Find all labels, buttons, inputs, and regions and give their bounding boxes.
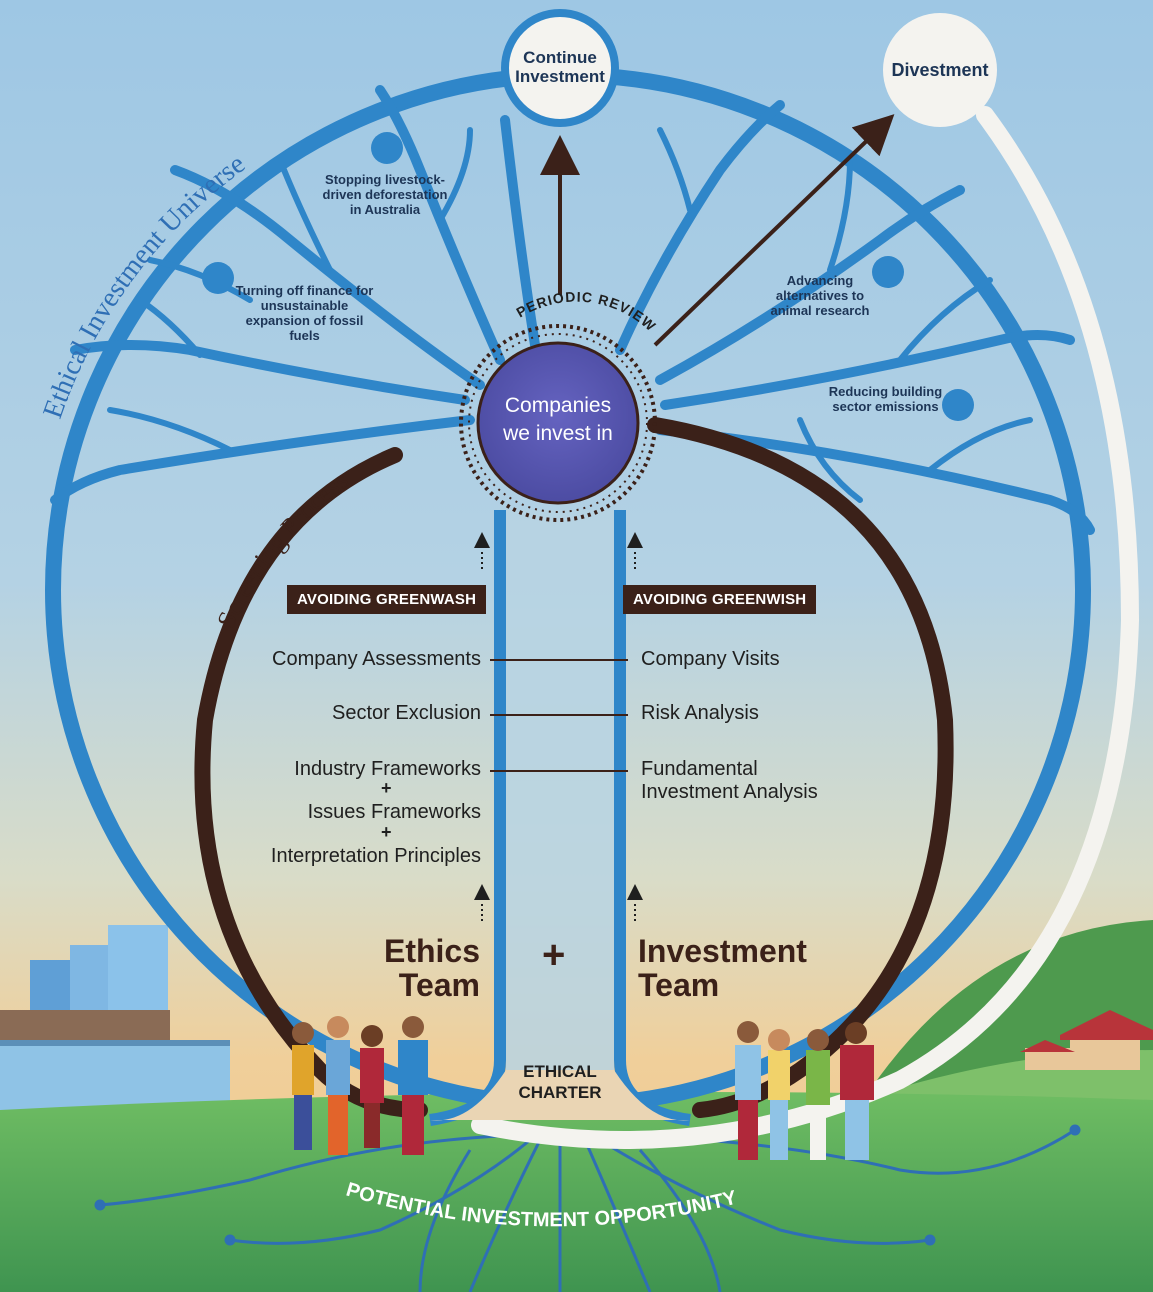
divestment-path: [471, 106, 1140, 1149]
divestment-arrow: [653, 114, 895, 347]
goal-animal-research: Advancing alternatives to animal researc…: [770, 273, 870, 318]
ethical-charter-line1: ETHICAL: [523, 1062, 597, 1081]
step-company-assessments: Company Assessments: [272, 648, 481, 670]
periodic-review-ring: [459, 324, 657, 522]
fruit-icons: [202, 132, 974, 421]
companies-label-line2: we invest in: [503, 422, 613, 445]
step-plus-1: +: [381, 778, 392, 798]
ground: [0, 1092, 1153, 1292]
tree-twigs: [107, 127, 1033, 503]
ethics-team-line2: Team: [398, 967, 480, 1003]
flow-arrows: [474, 532, 643, 924]
step-fundamental-line2: Investment Analysis: [641, 781, 818, 803]
city-buildings: [0, 925, 230, 1110]
people-right: [735, 1021, 874, 1160]
divestment-label: Divestment: [891, 60, 989, 80]
step-risk-analysis: Risk Analysis: [641, 702, 759, 724]
goal-fossil-fuels: Turning off finance for unsustainable ex…: [235, 283, 374, 343]
tree-roots: [94, 1124, 1081, 1292]
step-sector-exclusion: Sector Exclusion: [332, 702, 481, 724]
avoiding-greenwash-label: AVOIDING GREENWASH: [287, 585, 487, 614]
step-plus-2: +: [381, 822, 392, 842]
step-industry-frameworks: Industry Frameworks: [294, 758, 481, 780]
ethics-team-line1: Ethics: [383, 933, 480, 969]
continue-investment-node: [501, 9, 619, 127]
divestment-node: [883, 13, 997, 127]
tree-branches: [50, 85, 1095, 535]
ethical-charter-line2: CHARTER: [518, 1083, 602, 1102]
tree-trunk: [429, 510, 691, 1126]
step-connectors: [490, 659, 628, 772]
step-issues-frameworks: Issues Frameworks: [307, 801, 481, 823]
step-fundamental-line1: Fundamental: [641, 758, 758, 780]
investment-team-line2: Team: [638, 967, 720, 1003]
step-interpretation-principles: Interpretation Principles: [270, 845, 481, 867]
continue-investment-label: Continue Investment: [515, 48, 605, 86]
goal-building-emissions: Reducing building sector emissions: [828, 384, 943, 414]
companies-label-line1: Companies: [504, 394, 612, 417]
teams-plus: +: [542, 933, 566, 977]
step-company-visits: Company Visits: [641, 648, 780, 670]
companies-core-node: [476, 341, 640, 505]
avoiding-greenwish-label: AVOIDING GREENWISH: [623, 585, 817, 614]
people-left: [292, 1016, 428, 1155]
goal-deforestation: Stopping livestock-driven deforestation …: [322, 172, 448, 217]
investment-team-line1: Investment: [638, 933, 807, 969]
